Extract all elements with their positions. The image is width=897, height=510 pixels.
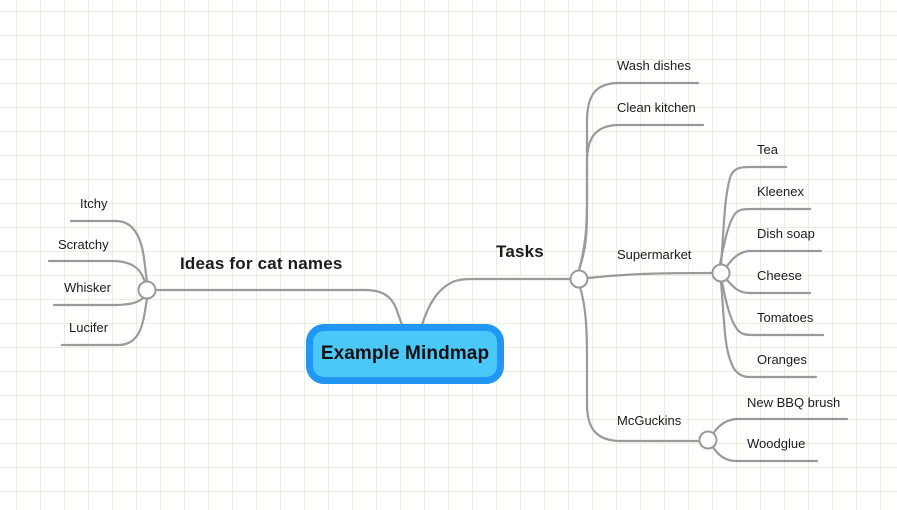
- connector-cat-names: [145, 288, 404, 327]
- node-cheese[interactable]: Cheese: [757, 268, 802, 283]
- connector-tomatoes: [720, 280, 825, 337]
- node-tea[interactable]: Tea: [757, 142, 778, 157]
- node-mcguckins[interactable]: McGuckins: [617, 413, 682, 428]
- node-clean-kitchen[interactable]: Clean kitchen: [617, 100, 696, 115]
- connector-clean-kitchen: [577, 123, 705, 272]
- connector-tasks: [420, 277, 572, 327]
- node-woodglue[interactable]: Woodglue: [747, 436, 806, 451]
- connector-supermarket: [586, 271, 714, 280]
- node-oranges[interactable]: Oranges: [757, 352, 807, 367]
- node-ideas-for-cat-names[interactable]: Ideas for cat names: [180, 254, 343, 273]
- node-kleenex[interactable]: Kleenex: [757, 184, 804, 199]
- connector-dish-soap: [725, 249, 823, 268]
- collapse-handle-mcguckins[interactable]: [698, 430, 718, 450]
- connector-scratchy: [47, 259, 148, 286]
- node-itchy[interactable]: Itchy: [80, 196, 108, 211]
- node-supermarket[interactable]: Supermarket: [617, 247, 692, 262]
- node-wash-dishes[interactable]: Wash dishes: [617, 58, 691, 73]
- root-node[interactable]: Example Mindmap: [306, 324, 504, 384]
- node-scratchy[interactable]: Scratchy: [58, 237, 109, 252]
- node-tomatoes[interactable]: Tomatoes: [757, 310, 814, 325]
- connector-new-bbq-brush: [711, 417, 849, 436]
- connector-woodglue: [711, 445, 819, 463]
- connector-whisker: [52, 296, 145, 307]
- connector-cheese: [725, 278, 812, 295]
- node-dish-soap[interactable]: Dish soap: [757, 226, 815, 241]
- connector-tea: [719, 165, 788, 266]
- connector-lucifer: [60, 297, 149, 347]
- collapse-handle-supermarket[interactable]: [711, 263, 731, 283]
- node-new-bbq-brush[interactable]: New BBQ brush: [747, 395, 841, 410]
- connector-oranges: [719, 280, 818, 379]
- connector-itchy: [69, 219, 149, 284]
- root-node-label: Example Mindmap: [320, 343, 490, 364]
- connector-kleenex: [718, 207, 812, 266]
- collapse-handle-cat-names[interactable]: [137, 280, 157, 300]
- node-tasks[interactable]: Tasks: [496, 242, 544, 261]
- collapse-handle-tasks[interactable]: [569, 269, 589, 289]
- node-whisker[interactable]: Whisker: [64, 280, 111, 295]
- node-lucifer[interactable]: Lucifer: [69, 320, 109, 335]
- connector-mcguckins: [578, 285, 700, 443]
